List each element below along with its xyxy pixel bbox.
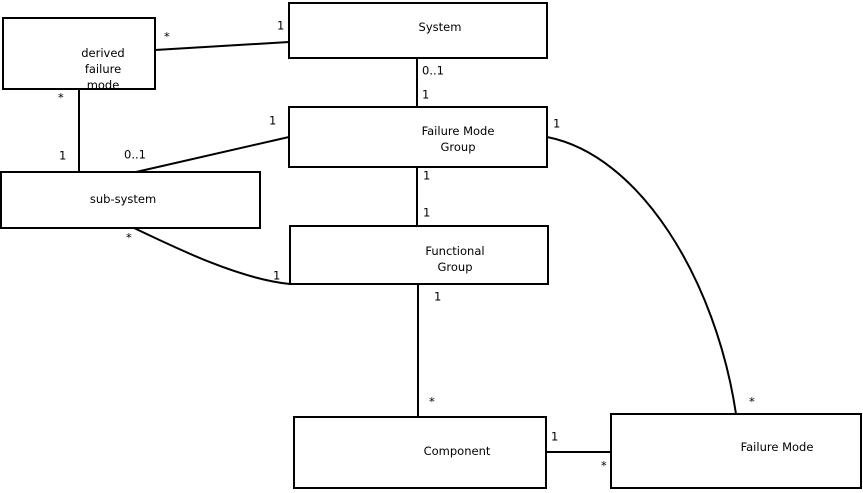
multiplicity-label-component-to-failure-mode-1: * [601, 459, 607, 473]
multiplicity-label-derived-failure-mode-to-sub-system-1: 1 [59, 149, 66, 163]
multiplicity-label-component-to-failure-mode-0: 1 [551, 430, 558, 444]
multiplicity-label-sub-system-to-failure-mode-group-1: 1 [269, 114, 276, 128]
multiplicity-label-failure-mode-group-to-functional-group-0: 1 [423, 169, 430, 183]
multiplicity-label-sub-system-to-functional-group-1: 1 [273, 269, 280, 283]
class-box-failure-mode[interactable]: Failure Mode [610, 413, 862, 489]
class-box-label-component: Component [424, 444, 491, 458]
class-box-label-sub-system: sub-system [90, 192, 156, 206]
multiplicity-labels-layer: * 1 * 1 0..1 1 0..1 1 1 1 1 * * 1 1 * 1 * [58, 19, 755, 473]
multiplicity-label-sub-system-to-functional-group-0: * [126, 231, 132, 245]
multiplicity-label-failure-mode-group-to-failure-mode-1: * [749, 395, 755, 409]
multiplicity-label-functional-group-to-component-1: * [429, 395, 435, 409]
class-box-outline-sub-system [0, 171, 261, 229]
class-box-outline-system [288, 2, 548, 59]
class-box-sub-system[interactable]: sub-system [0, 171, 261, 229]
class-box-label-system: System [419, 20, 462, 34]
class-box-outline-component [293, 416, 547, 489]
relationship-line-derived-failure-mode-to-system[interactable] [154, 41, 290, 51]
multiplicity-label-derived-failure-mode-to-system-0: * [164, 30, 170, 44]
relationship-line-sub-system-to-functional-group[interactable] [133, 227, 291, 285]
multiplicity-label-sub-system-to-failure-mode-group-0: 0..1 [124, 148, 146, 162]
relationship-links-layer [78, 41, 737, 453]
class-box-outline-functional-group [289, 225, 549, 285]
multiplicity-label-failure-mode-group-to-functional-group-1: 1 [423, 206, 430, 220]
class-box-label-failure-mode: Failure Mode [741, 440, 814, 454]
relationship-line-sub-system-to-failure-mode-group[interactable] [135, 136, 290, 173]
multiplicity-label-derived-failure-mode-to-system-1: 1 [277, 19, 284, 33]
multiplicity-label-derived-failure-mode-to-sub-system-0: * [58, 91, 64, 105]
multiplicity-label-system-to-failure-mode-group-1: 1 [422, 88, 429, 102]
multiplicity-label-system-to-failure-mode-group-0: 0..1 [422, 64, 444, 78]
class-box-component[interactable]: Component [293, 416, 547, 489]
multiplicity-label-functional-group-to-component-0: 1 [434, 290, 441, 304]
relationship-line-failure-mode-group-to-failure-mode[interactable] [546, 136, 737, 415]
class-box-system[interactable]: System [288, 2, 548, 59]
class-box-outline-failure-mode-group [288, 106, 548, 168]
class-box-outline-derived-failure-mode [2, 17, 156, 90]
class-box-outline-failure-mode [610, 413, 862, 489]
multiplicity-label-failure-mode-group-to-failure-mode-0: 1 [553, 117, 560, 131]
